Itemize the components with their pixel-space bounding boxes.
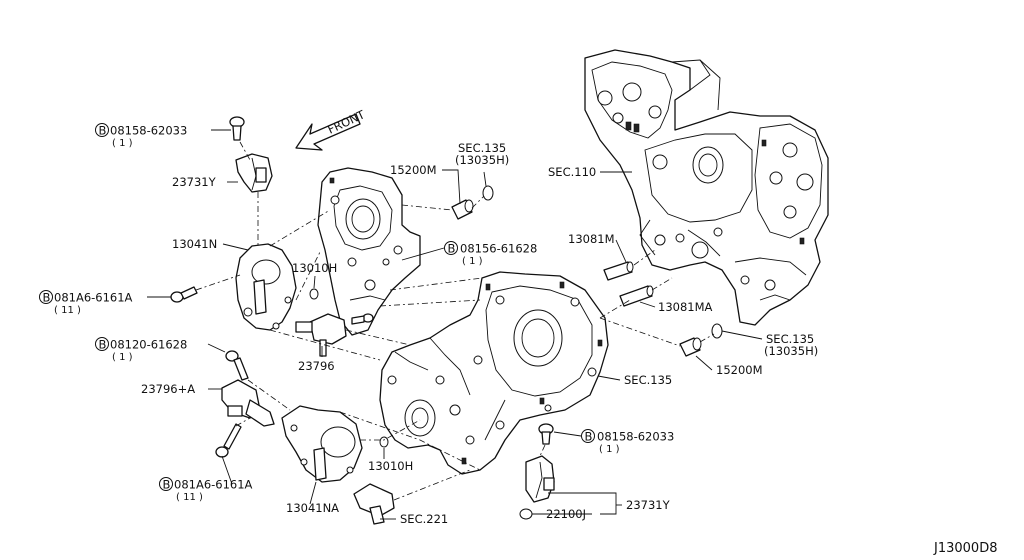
plug-13081m: [603, 261, 634, 281]
label-bolt-right-qty: ( 1 ): [599, 444, 620, 455]
label-gasket-low: 13010H: [368, 459, 413, 473]
label-bolt-center: 08156-61628: [460, 242, 537, 256]
label-bolt-mid-left: 081A6-6161A: [54, 291, 133, 305]
label-sensor-right: 23731Y: [626, 498, 671, 512]
label-bolt-low-left-qty: ( 11 ): [176, 492, 203, 503]
leader-lines: [147, 129, 763, 520]
bolt-081a6-mid: [170, 286, 198, 303]
valve-23796a: [221, 379, 275, 427]
bolt-badge-center: B: [444, 241, 458, 256]
label-valve-left: 23796+A: [141, 382, 195, 396]
sensor-23731y-right: [525, 455, 555, 503]
svg-text:B: B: [99, 338, 107, 352]
svg-text:B: B: [163, 478, 171, 492]
engine-block: [584, 49, 829, 326]
label-sec135-top-ref: (13035H): [455, 153, 509, 167]
label-sec135-right: SEC.135: [766, 332, 814, 346]
label-bolt-top-left: 08158-62033: [110, 124, 187, 138]
label-sec221: SEC.221: [400, 512, 448, 526]
label-bolt-mid-left-qty: ( 11 ): [54, 305, 81, 316]
label-sec135-top: SEC.135: [458, 141, 506, 155]
sensor-22100j: [519, 508, 533, 520]
label-bolt-center-left: 08120-61628: [110, 338, 187, 352]
svg-text:B: B: [448, 242, 456, 256]
svg-text:B: B: [585, 430, 593, 444]
seal-15200m-right: [679, 337, 702, 357]
label-sec110: SEC.110: [548, 165, 596, 179]
diagram-code: J13000D8: [933, 541, 997, 556]
assembly-lines: [195, 141, 715, 501]
label-front: FRONT: [325, 107, 367, 137]
bolt-top-left: [229, 116, 245, 141]
bolt-badge-right: B: [581, 429, 595, 444]
bolt-08120: [225, 350, 249, 381]
o-ring-top: [482, 185, 494, 201]
label-seal-right: 15200M: [716, 363, 763, 377]
front-cover-main: [379, 271, 609, 475]
svg-text:B: B: [99, 124, 107, 138]
bolt-badge-mid-left: B: [39, 290, 53, 305]
bolt-badge-low-left: B: [159, 477, 173, 492]
label-cover-low: 13041NA: [286, 501, 339, 515]
label-sensor-cam: 22100J: [546, 507, 586, 521]
label-bolt-right: 08158-62033: [597, 430, 674, 444]
gasket-13010h-low: [379, 436, 389, 448]
o-ring-right: [711, 323, 723, 339]
cover-13041n: [235, 243, 297, 331]
bolt-badge-center-left: B: [95, 337, 109, 352]
sensor-sec221: [353, 483, 395, 525]
label-plug-low: 13081MA: [658, 300, 713, 314]
bolt-badge-top-left: B: [95, 123, 109, 138]
label-bolt-center-left-qty: ( 1 ): [112, 352, 133, 363]
bolt-right: [538, 423, 554, 445]
label-cover-left: 13041N: [172, 237, 217, 251]
front-arrow-icon: [295, 113, 361, 151]
label-sec135-right-ref: (13035H): [764, 344, 818, 358]
label-plug-top: 13081M: [568, 232, 615, 246]
label-bolt-center-qty: ( 1 ): [462, 256, 483, 267]
label-bolt-low-left: 081A6-6161A: [174, 478, 253, 492]
gasket-13010h-top: [309, 288, 319, 300]
label-bolt-top-left-qty: ( 1 ): [112, 138, 133, 149]
bolt-081a6-low: [215, 423, 242, 458]
label-sec135-cover: SEC.135: [624, 373, 672, 387]
sensor-23731y-top: [235, 153, 273, 193]
label-gasket-top: 13010H: [292, 261, 337, 275]
front-cover-upper: [317, 167, 421, 336]
svg-text:B: B: [43, 291, 51, 305]
seal-15200m-top: [451, 199, 474, 220]
cover-13041na: [281, 405, 363, 483]
valve-23796: [295, 313, 374, 357]
label-valve-center: 23796: [298, 359, 335, 373]
label-sensor-top: 23731Y: [172, 175, 217, 189]
label-seal-top: 15200M: [390, 163, 437, 177]
